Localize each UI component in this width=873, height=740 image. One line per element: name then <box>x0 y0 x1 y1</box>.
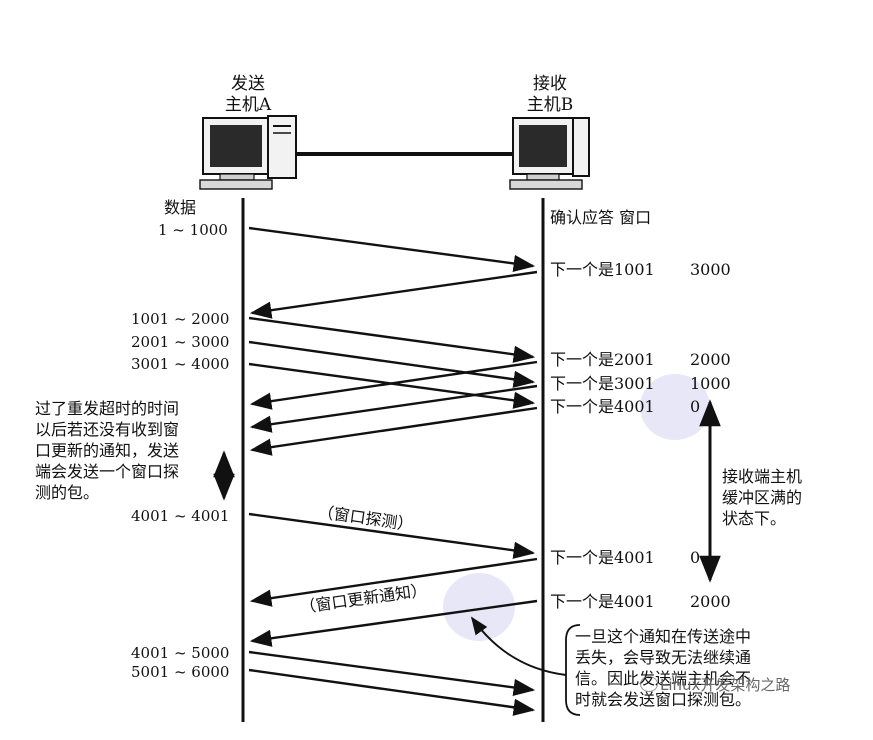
segment-label: 3001 ~ 4000 <box>131 355 230 373</box>
ack-label: 下一个是2001 <box>550 350 655 369</box>
window-size-label: 0 <box>690 548 701 567</box>
data-arrow-1001-2000 <box>248 316 536 363</box>
window-size-label: 3000 <box>690 260 731 279</box>
update-arrow-2000 <box>249 599 538 647</box>
segment-label: 4001 ~ 4001 <box>131 507 230 525</box>
data-column-title: 数据 <box>164 198 197 217</box>
window-size-label: 2000 <box>690 592 731 611</box>
host-a-title: 发送 主机A <box>224 74 272 115</box>
wechat-icon <box>640 676 658 692</box>
host-b-computer-icon <box>509 117 590 190</box>
segment-label: 2001 ~ 3000 <box>131 333 230 351</box>
ack-arrow-1001 <box>249 270 538 319</box>
window-size-label: 2000 <box>690 350 731 369</box>
timeout-note: 过了重发超时的时间 以后若还没有收到窗 口更新的通知，发送 端会发送一个窗口探 … <box>35 399 180 502</box>
host-b-title: 接收 主机B <box>526 74 574 115</box>
ack-arrow-3001 <box>249 384 538 433</box>
lost-notification-note: 一旦这个通知在传送途中 丢失，会导致无法继续通 信。因此发送端主机会不 时就会发… <box>575 627 752 709</box>
highlight-bubble <box>640 374 710 440</box>
ack-label: 下一个是3001 <box>550 374 655 393</box>
data-arrow-1-1000 <box>248 226 536 272</box>
ack-arrow-2001 <box>249 360 538 410</box>
note-bracket <box>565 624 581 716</box>
segment-label: 4001 ~ 5000 <box>131 644 230 662</box>
ack-arrow-4001-zero <box>249 406 538 456</box>
data-arrow-2001-3000 <box>248 340 536 388</box>
note-pointer-arrow <box>470 616 567 676</box>
ack-label: 下一个是4001 <box>550 397 655 416</box>
host-a-computer-icon <box>199 115 297 190</box>
data-arrow-4001-5000 <box>248 650 536 696</box>
probe-arrow <box>248 512 536 559</box>
window-update-arrow <box>249 557 538 607</box>
window-size-label: 0 <box>690 397 701 416</box>
segment-label: 5001 ~ 6000 <box>131 663 230 681</box>
segment-label: 1 ~ 1000 <box>158 221 228 239</box>
window-size-label: 1000 <box>690 374 731 393</box>
ack-label: 下一个是4001 <box>550 592 655 611</box>
segment-label: 1001 ~ 2000 <box>131 310 230 328</box>
ack-label: 下一个是1001 <box>550 260 655 279</box>
data-arrow-5001-6000 <box>248 668 536 716</box>
ack-window-header: 确认应答 窗口 <box>550 208 652 227</box>
buffer-full-note: 接收端主机 缓冲区满的 状态下。 <box>722 467 803 528</box>
watermark: Linux开发架构之路 <box>660 676 791 694</box>
ack-label: 下一个是4001 <box>550 548 655 567</box>
